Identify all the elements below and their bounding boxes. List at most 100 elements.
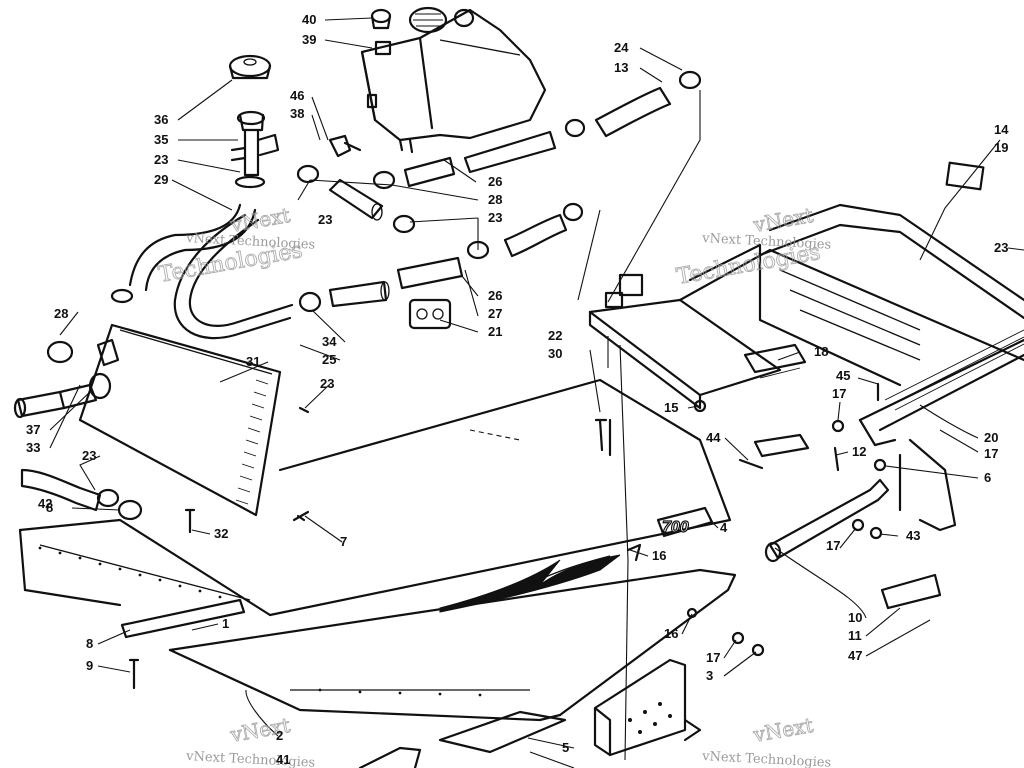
reservoir-cap: [370, 8, 392, 30]
hood-frame: [678, 203, 1024, 532]
callout-39: 39: [302, 32, 316, 47]
callout-15: 44: [706, 430, 721, 445]
hose-28-lower: [328, 280, 390, 308]
callout-17: 3: [706, 668, 713, 683]
badge-13: [945, 161, 985, 191]
callout-13: 14: [994, 122, 1009, 137]
callout-7: 8: [86, 636, 93, 651]
hose-33: [20, 468, 120, 512]
callout-29: 29: [154, 172, 168, 187]
callout-16: 17: [706, 650, 720, 665]
hose-24: [594, 86, 672, 138]
callout-32: 7: [340, 534, 347, 549]
callout-28: 34: [322, 334, 337, 349]
callout-17: 15: [664, 400, 678, 415]
bracket-7: [120, 598, 246, 639]
callout-23: 28: [54, 306, 68, 321]
fasteners: [128, 382, 887, 690]
callout-40: 40: [302, 12, 316, 27]
callout-12: 20: [984, 430, 998, 445]
model-badge-700: 700: [656, 506, 714, 538]
callout-41: 18: [814, 344, 828, 359]
watermark-bottom-right: vNext vNext Technologies: [701, 712, 832, 768]
callout-8: 32: [214, 526, 228, 541]
watermark-small: vNext Technologies: [701, 231, 832, 253]
radiator-cap: [228, 54, 272, 80]
callout-10: 11: [848, 628, 862, 643]
callout-19: 23: [994, 240, 1008, 255]
callout-30: 31: [246, 354, 260, 369]
strip-41: [743, 343, 807, 379]
watermark-small: vNext Technologies: [185, 749, 316, 768]
callout-26: 26: [488, 174, 502, 189]
callout-42: 37: [26, 422, 40, 437]
fitting-38: [328, 134, 362, 158]
callout-20: 17: [984, 446, 998, 461]
callout-34: 25: [322, 352, 336, 367]
callout-28: 28: [488, 192, 502, 207]
callout-22: 30: [548, 346, 562, 361]
callout-6: 4: [720, 520, 728, 535]
callout-1: 2: [276, 728, 283, 743]
hose-clamps: [46, 70, 702, 521]
tube-26-lower: [396, 256, 464, 290]
callout-37: 33: [26, 440, 40, 455]
tube-26-upper: [403, 130, 557, 188]
callout-44: 12: [852, 444, 866, 459]
coolant-reservoir: [360, 6, 547, 154]
watermark-small: vNext Technologies: [185, 231, 316, 253]
callout-31: 23: [320, 376, 334, 391]
callout-47: 16: [664, 626, 678, 641]
callout-33: 23: [82, 448, 96, 463]
callout-23: 24: [614, 40, 629, 55]
callout-45: 17: [832, 386, 846, 401]
callout-8: 9: [86, 658, 93, 673]
callout-25: 26: [488, 288, 502, 303]
callout-23: 23: [318, 212, 332, 227]
callout-23: 23: [154, 152, 168, 167]
watermark-line1: vNext: [228, 203, 292, 237]
callout-38: 38: [290, 106, 304, 121]
callout-16: 17: [826, 538, 840, 553]
watermark-line1: vNext: [751, 203, 815, 237]
callout-labels: 40 39 36 35 23 29 46 38 23 28 26 23 24 1…: [26, 12, 1009, 767]
rivet-dots: [38, 546, 482, 697]
watermark-small: vNext Technologies: [701, 749, 832, 768]
callout-17: 43: [906, 528, 920, 543]
heat-exchanger-30: [78, 323, 282, 517]
tail-lens-10: [880, 573, 942, 610]
callout-3: 5: [562, 740, 569, 755]
callout-23: 23: [488, 210, 502, 225]
callout-43: 10: [848, 610, 862, 625]
filler-neck: [230, 110, 280, 189]
callout-21: 22: [548, 328, 562, 343]
hose-25: [503, 213, 568, 258]
hose-28-upper: [328, 178, 384, 221]
callout-46: 46: [290, 88, 304, 103]
side-decal-stripes: [439, 554, 621, 613]
callout-9: 1: [222, 616, 229, 631]
watermark-top-left: vNext vNext Technologies Technologies: [156, 202, 316, 288]
model-badge-text: 700: [662, 519, 689, 536]
hose-34: [173, 213, 294, 340]
callout-11: 47: [848, 648, 862, 663]
callout-14: 19: [994, 140, 1008, 155]
bracket-3: [593, 658, 702, 757]
callout-4: 16: [652, 548, 666, 563]
plate-5: [358, 710, 567, 768]
callout-24: 13: [614, 60, 628, 75]
callout-18: 45: [836, 368, 850, 383]
bracket-27: [408, 298, 452, 330]
callout-17: 6: [984, 470, 991, 485]
callout-27: 21: [488, 324, 502, 339]
callout-36: 36: [154, 112, 168, 127]
callout-2: 41: [276, 752, 290, 767]
watermark-line1: vNext: [751, 713, 815, 747]
watermark-top-right: vNext vNext Technologies Technologies: [674, 202, 832, 290]
callout-35: 35: [154, 132, 168, 147]
grille-panel-21: [588, 273, 782, 410]
callout-23: 8: [46, 500, 53, 515]
watermark-bottom-left: vNext vNext Technologies: [185, 712, 316, 768]
callout-23: 42: [38, 496, 52, 511]
